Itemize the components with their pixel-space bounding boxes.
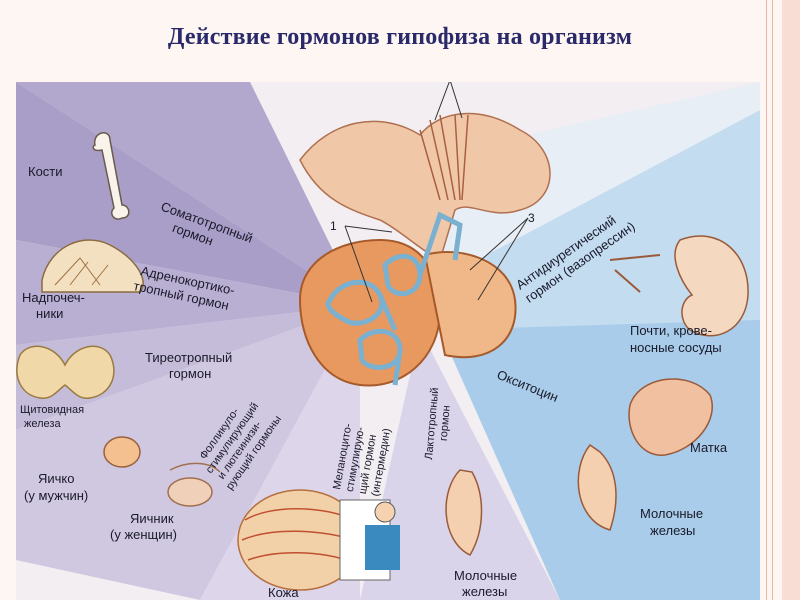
label-ovary-1: Яичник <box>130 511 174 526</box>
testis-icon <box>104 437 140 467</box>
label-thyroid-2: железа <box>24 418 61 430</box>
pituitary-diagram: 1 2 3 Кости Надпочеч- ник <box>16 82 760 600</box>
frame-line <box>772 0 773 600</box>
label-testis-1: Яичко <box>38 471 75 486</box>
label-adrenal-2: ники <box>36 306 63 321</box>
label-1: 1 <box>330 219 337 233</box>
label-3: 3 <box>528 211 535 225</box>
label-mammary-bottom-2: железы <box>462 584 507 599</box>
label-skin: Кожа <box>268 585 299 600</box>
frame-line <box>766 0 767 600</box>
label-ovary-2: (у женщин) <box>110 527 177 542</box>
label-kidney-1: Почти, крове- <box>630 323 712 338</box>
label-thyroid-1: Щитовидная <box>20 404 84 416</box>
hormone-tsh-2: гормон <box>169 366 211 381</box>
label-bones: Кости <box>28 164 63 179</box>
slide-title: Действие гормонов гипофиза на организм <box>0 24 800 51</box>
diagram-panel: 1 2 3 Кости Надпочеч- ник <box>16 82 760 600</box>
label-uterus: Матка <box>690 440 728 455</box>
label-kidney-2: носные сосуды <box>630 340 722 355</box>
skin-icon <box>238 490 400 590</box>
hormone-tsh-1: Тиреотропный <box>145 350 232 365</box>
label-mammary-bottom-1: Молочные <box>454 568 517 583</box>
label-mammary-right-1: Молочные <box>640 506 703 521</box>
label-testis-2: (у мужчин) <box>24 488 88 503</box>
label-mammary-right-2: железы <box>650 523 695 538</box>
label-adrenal-1: Надпочеч- <box>22 290 85 305</box>
